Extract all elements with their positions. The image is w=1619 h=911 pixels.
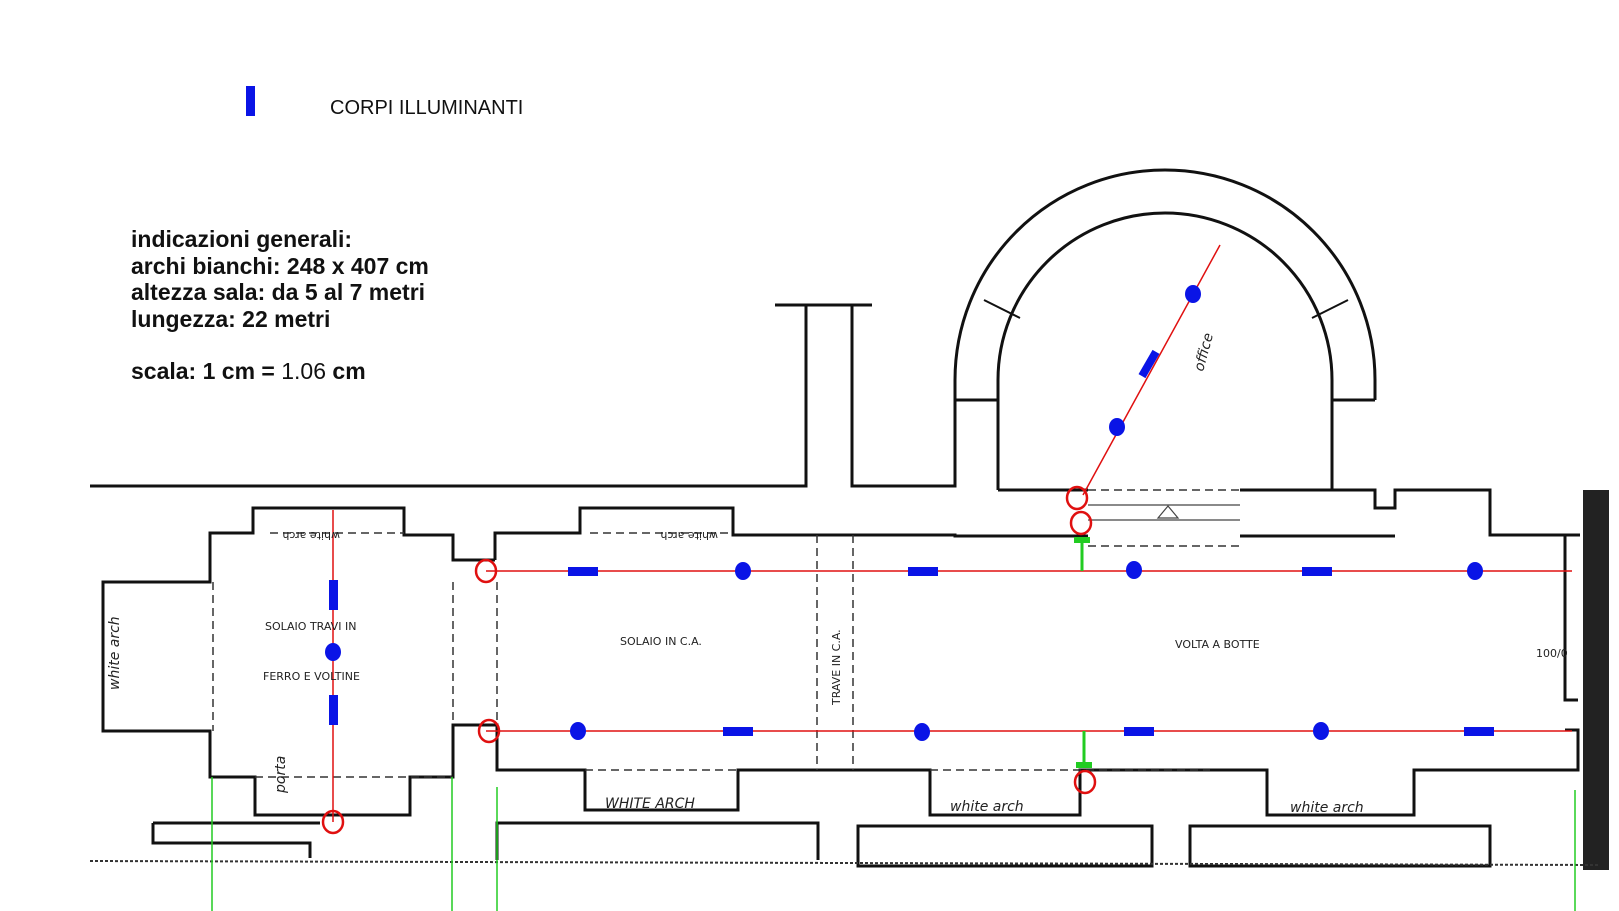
light-fixture-round-icon (914, 723, 930, 741)
light-fixture-legend-icon (246, 86, 255, 116)
notes-title: indicazioni generali: (131, 226, 353, 252)
light-fixture-round-icon (570, 722, 586, 740)
socket-outlet-icon (1073, 769, 1097, 795)
light-fixture-round-icon (1313, 722, 1329, 740)
legend-label: CORPI ILLUMINANTI (330, 97, 524, 119)
white-arch-bottom-2: white arch (950, 799, 1024, 815)
hatched-wall (1583, 490, 1609, 870)
light-fixture-bar-icon (1302, 567, 1332, 576)
beam-label: TRAVE IN C.A. (830, 629, 843, 706)
white-arch-bottom-3: white arch (1290, 800, 1364, 816)
walls (90, 168, 1580, 868)
light-fixture-bar-icon (329, 580, 338, 610)
stair-arrow-icon (1156, 505, 1180, 519)
white-arch-bottom-1: WHITE ARCH (605, 796, 695, 812)
guide-cap (1074, 537, 1090, 543)
light-fixture-bar-icon (1138, 349, 1160, 379)
socket-outlet-icon (477, 718, 501, 744)
light-fixture-bar-icon (1464, 727, 1494, 736)
room-label-main: VOLTA A BOTTE (1175, 638, 1260, 651)
light-fixture-bar-icon (568, 567, 598, 576)
light-fixture-bar-icon (1124, 727, 1154, 736)
scale-label: scala: 1 cm = (131, 358, 275, 384)
socket-outlet-icon (1069, 510, 1093, 536)
notes-length: lungezza: 22 metri (131, 305, 331, 332)
porta-label: porta (273, 756, 289, 794)
electrical-layout (211, 244, 1576, 911)
guide-cap (1076, 762, 1092, 768)
socket-outlet-icon (321, 809, 345, 835)
socket-outlet-icon (1065, 485, 1089, 511)
office-label: office (1191, 331, 1217, 373)
light-fixture-round-icon (1185, 285, 1201, 303)
light-fixture-round-icon (735, 562, 751, 580)
white-arch-top-2: white arch (660, 529, 718, 542)
ground-line (89, 860, 1601, 866)
door-mark: 100/0 (1536, 647, 1568, 660)
notes-arches: archi bianchi: 248 x 407 cm (131, 252, 429, 279)
room-label-left-2: FERRO E VOLTINE (263, 670, 360, 683)
notes-scale: scala: 1 cm = 1.06 cm (131, 358, 429, 385)
light-fixture-round-icon (1109, 418, 1125, 436)
room-label-middle: SOLAIO IN C.A. (620, 635, 702, 648)
light-fixture-bar-icon (329, 695, 338, 725)
notes-height: altezza sala: da 5 al 7 metri (131, 279, 426, 305)
light-fixture-bar-icon (908, 567, 938, 576)
white-arch-top-1: white arch (282, 529, 340, 542)
white-arch-left-label: white arch (107, 616, 123, 690)
stairs (1088, 504, 1240, 521)
scale-unit: cm (332, 358, 366, 384)
general-notes: indicazioni generali: archi bianchi: 248… (131, 226, 429, 385)
light-fixture-round-icon (1126, 561, 1142, 579)
light-fixture-round-icon (1467, 562, 1483, 580)
light-fixture-round-icon (325, 643, 341, 661)
room-label-left: SOLAIO TRAVI IN (265, 620, 356, 633)
socket-outlet-icon (474, 558, 498, 584)
scale-value: 1.06 (281, 358, 327, 384)
light-fixture-bar-icon (723, 727, 753, 736)
